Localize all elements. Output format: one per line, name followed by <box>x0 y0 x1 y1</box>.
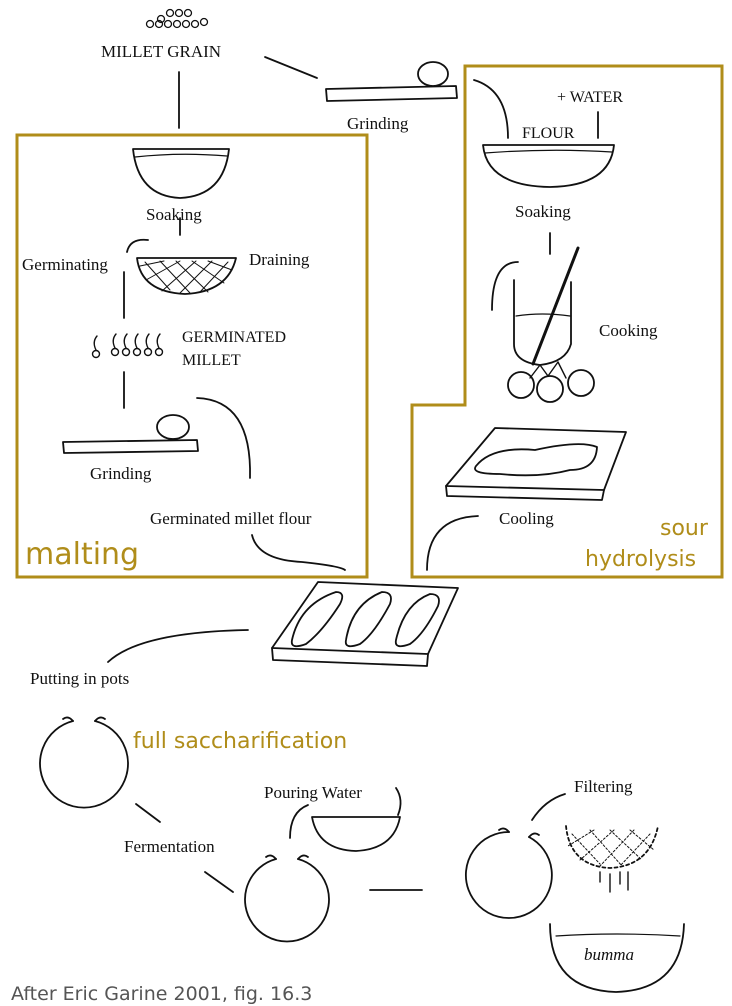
connector-line <box>473 79 509 139</box>
grinding-stone-icon <box>325 61 458 102</box>
malting-annotation: malting <box>25 537 140 572</box>
millet-grain-label: MILLET GRAIN <box>101 42 222 61</box>
soaking-label: Soaking <box>515 202 571 221</box>
connector-line <box>264 56 318 79</box>
soaking-label: Soaking <box>146 205 202 224</box>
flour-label: FLOUR <box>522 125 575 142</box>
cooling-tray-icon <box>445 427 627 501</box>
grinding-stone-icon <box>62 414 199 454</box>
filtering-label: Filtering <box>574 777 633 796</box>
filter-sieve-icon <box>565 825 659 893</box>
cooking-pot-icon <box>491 246 595 403</box>
loaves-tray-icon <box>271 581 459 667</box>
full-saccharification-annotation: full saccharification <box>133 729 348 754</box>
grinding-label: Grinding <box>90 464 152 483</box>
flour-bowl-icon <box>482 144 615 188</box>
connector-line <box>196 397 251 479</box>
hydrolysis-annotation: hydrolysis <box>585 547 697 572</box>
pot-icon <box>244 854 330 943</box>
bumma-bowl-icon <box>549 923 685 993</box>
fermentation-label: Fermentation <box>124 837 215 856</box>
pot-icon <box>465 827 553 919</box>
water-label: + WATER <box>557 89 624 106</box>
connector-line <box>204 871 234 893</box>
sour-hydrolysis-region <box>410 64 724 579</box>
millet-grain-icon <box>145 8 209 29</box>
connector-line <box>251 534 346 571</box>
water-bowl-icon <box>311 787 402 852</box>
grinding-label: Grinding <box>347 114 409 133</box>
malting-region <box>15 133 369 579</box>
connector-line <box>135 803 161 823</box>
connector-line <box>426 515 479 571</box>
draining-label: Draining <box>249 250 310 269</box>
bumma-label: bumma <box>584 945 635 964</box>
germinated-millet-label: MILLET <box>182 352 241 369</box>
connector-line <box>107 629 249 663</box>
germinated-millet-icon <box>91 333 164 359</box>
cooling-label: Cooling <box>499 509 554 528</box>
draining-sieve-icon <box>126 238 237 295</box>
sour-annotation: sour <box>660 516 708 541</box>
germinated-millet-label: GERMINATED <box>182 329 286 346</box>
connector-line <box>289 804 309 839</box>
cooking-label: Cooking <box>599 321 658 340</box>
putting-in-pots-label: Putting in pots <box>30 669 130 688</box>
germinating-label: Germinating <box>22 255 108 274</box>
source-credit: After Eric Garine 2001, fig. 16.3 <box>11 983 313 1005</box>
germinated-flour-label: Germinated millet flour <box>150 509 312 528</box>
connector-line <box>531 793 566 821</box>
soaking-bowl-icon <box>132 148 230 199</box>
pot-icon <box>39 716 129 809</box>
pouring-water-label: Pouring Water <box>264 783 362 802</box>
